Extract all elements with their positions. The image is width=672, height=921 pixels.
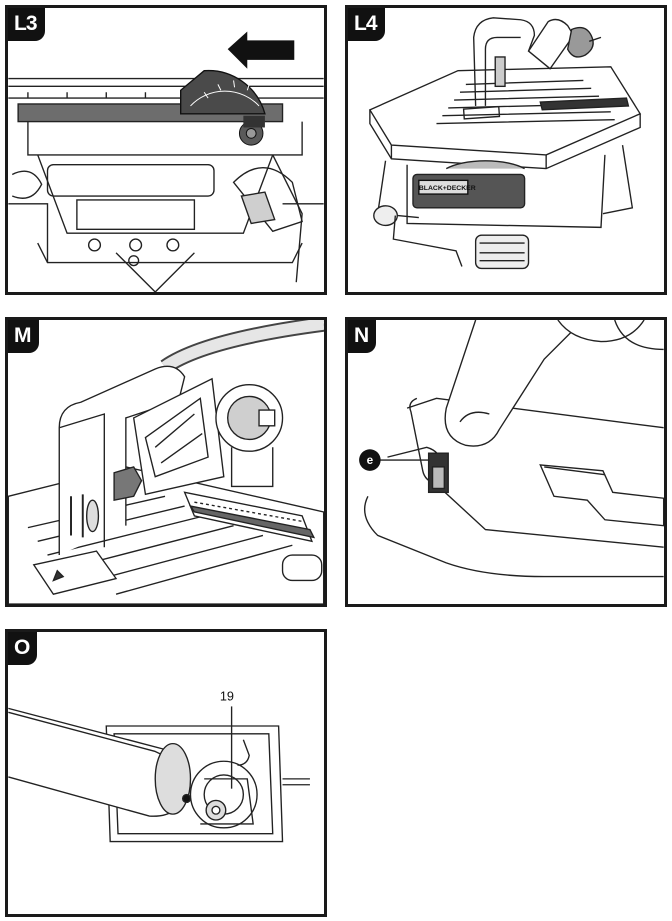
illustration-l3 xyxy=(8,31,324,292)
figure-label-l3: L3 xyxy=(8,8,45,41)
figure-label-o: O xyxy=(8,632,38,665)
panel-n: N e xyxy=(345,317,667,607)
callout-badge-e xyxy=(359,449,381,471)
illustration-m xyxy=(8,320,324,604)
callout-e-label: e xyxy=(367,454,374,467)
figure-label-n: N xyxy=(348,320,377,353)
illustration-l4: BLACK+DECKER xyxy=(368,17,642,270)
panel-l3: L3 xyxy=(5,5,327,295)
panel-o: O 19 xyxy=(5,629,327,917)
direction-arrow xyxy=(227,31,295,69)
panel-l4: L4 xyxy=(345,5,667,295)
product-mark: BLACK+DECKER xyxy=(419,185,476,192)
callout-19-label: 19 xyxy=(220,689,234,704)
illustration-o: 19 xyxy=(8,689,310,843)
panel-m: M xyxy=(5,317,327,607)
illustration-n: e xyxy=(359,320,664,578)
figure-label-l4: L4 xyxy=(348,8,385,41)
figure-label-m: M xyxy=(8,320,39,353)
